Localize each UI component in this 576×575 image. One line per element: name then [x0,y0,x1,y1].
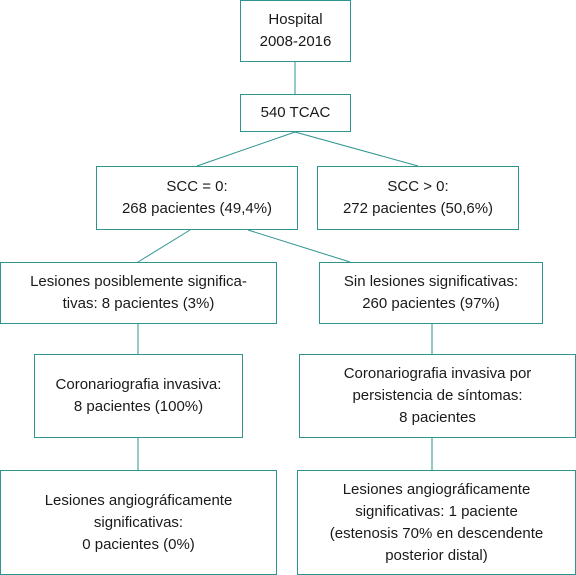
scc-zero-box: SCC = 0: 268 pacientes (49,4%) [96,166,298,230]
hospital-period: 2008-2016 [259,33,332,50]
connector-scc-zero-lesiones-posibles [137,229,191,263]
coronario-persistencia-box: Coronariografia invasiva por persistenci… [299,354,576,438]
lesiones-posibles-box: Lesiones posiblemente significa- tivas: … [0,262,277,324]
lesiones-angio-neg-box: Lesiones angiográficamente significativa… [0,470,277,575]
connector-tcac-scc-zero [196,131,296,167]
scc-zero-label: SCC = 0: [166,178,228,195]
coronario-persistencia-line3: 8 pacientes [399,409,476,426]
hospital-box: Hospital 2008-2016 [240,0,351,62]
lesiones-angio-pos-line4: posterior distal) [385,546,488,564]
lesiones-angio-neg-line3: 0 pacientes (0%) [82,535,195,553]
lesiones-posibles-line1: Lesiones posiblemente significa- [30,273,247,290]
lesiones-angio-neg-line2: significativas: [93,513,184,531]
sin-lesiones-box: Sin lesiones significativas: 260 pacient… [319,262,543,324]
lesiones-angio-pos-line1: Lesiones angiográficamente [342,480,531,498]
sin-lesiones-line1: Sin lesiones significativas: [343,273,519,290]
lesiones-angio-pos-box: Lesiones angiográficamente significativa… [297,470,576,575]
lesiones-angio-pos-line2: significativas: 1 paciente [355,502,518,520]
coronario-persistencia-line1: Coronariografia invasiva por [343,365,532,382]
lesiones-angio-neg-line1: Lesiones angiográficamente [44,491,233,509]
scc-positive-box: SCC > 0: 272 pacientes (50,6%) [317,166,519,230]
tcac-label: 540 TCAC [260,104,331,121]
connector-scc-zero-sin-lesiones [247,229,351,263]
tcac-box: 540 TCAC [240,94,351,132]
coronario-invasiva-line1: Coronariografia invasiva: [55,376,222,393]
lesiones-angio-pos-line3: (estenosis 70% en descendente [329,524,544,542]
scc-positive-count: 272 pacientes (50,6%) [342,200,494,217]
coronario-persistencia-line2: persistencia de síntomas: [352,387,523,404]
scc-positive-label: SCC > 0: [387,178,449,195]
hospital-label: Hospital [268,11,323,28]
connector-tcac-scc-positive [294,131,419,167]
sin-lesiones-line2: 260 pacientes (97%) [362,295,500,312]
coronario-invasiva-line2: 8 pacientes (100%) [73,398,204,415]
coronario-invasiva-box: Coronariografia invasiva: 8 pacientes (1… [34,354,243,438]
scc-zero-count: 268 pacientes (49,4%) [121,200,273,217]
lesiones-posibles-line2: tivas: 8 pacientes (3%) [62,295,215,312]
